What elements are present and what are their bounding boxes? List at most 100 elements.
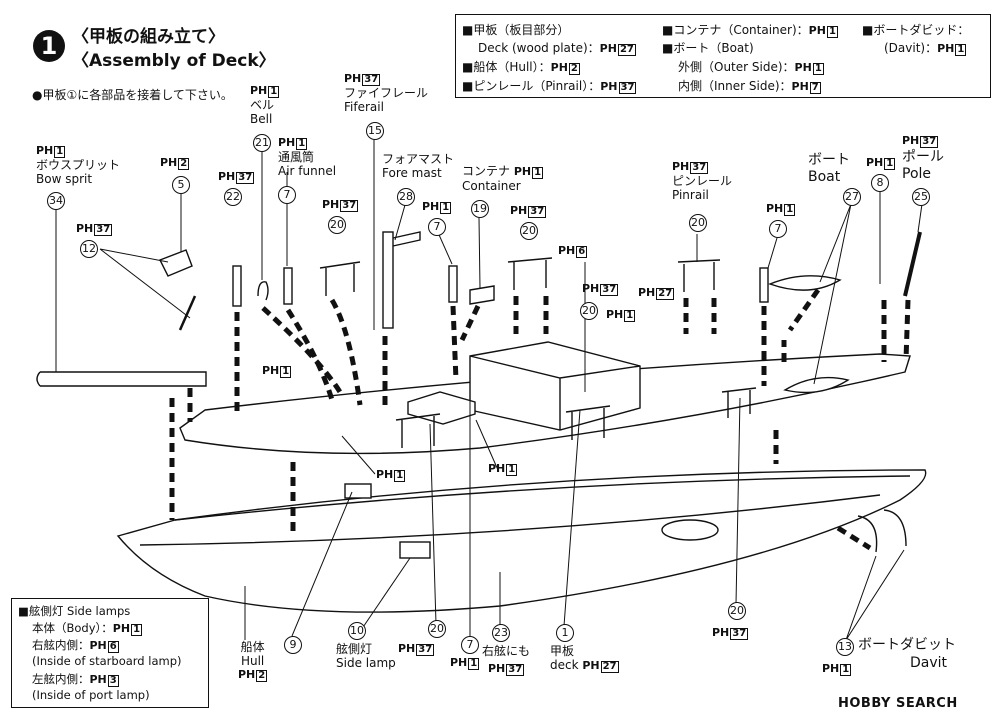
part-23-note: 右舷にも bbox=[482, 644, 531, 658]
ph-prefix: PH bbox=[488, 462, 506, 475]
part-number-20: 20 bbox=[328, 216, 346, 234]
part-name-jp: ボート bbox=[808, 152, 850, 168]
ph-number: 37 bbox=[416, 644, 435, 656]
part-number-19: 19 bbox=[471, 200, 489, 218]
watermark: HOBBY SEARCH bbox=[838, 696, 958, 711]
ph-number: 1 bbox=[394, 470, 406, 482]
ph-number: 7 bbox=[809, 82, 821, 94]
ph-number: 1 bbox=[268, 86, 280, 98]
part-number-20-bottom: 20 bbox=[428, 620, 446, 638]
part-number-8: 8 bbox=[871, 174, 889, 192]
ph-prefix: PH bbox=[606, 308, 624, 321]
ph-prefix: PH bbox=[238, 668, 256, 681]
part-number-1: 1 bbox=[556, 624, 574, 642]
legend-inner-text: 内側（Inner Side)： bbox=[678, 79, 792, 93]
part-13-jp: ボートダビット bbox=[858, 637, 956, 653]
ph-number: 27 bbox=[617, 44, 636, 56]
ph-prefix: PH bbox=[599, 42, 617, 55]
part-name-jp: 甲板 bbox=[550, 644, 575, 658]
part-number-20c: 20 bbox=[689, 214, 707, 232]
ph-prefix: PH bbox=[794, 61, 812, 74]
hull-label-en: Hull bbox=[240, 654, 265, 668]
legend-boat: ■ボート（Boat) bbox=[662, 41, 754, 55]
ph-number: 1 bbox=[532, 167, 544, 179]
lamp-port-text: 左舷内側： bbox=[32, 672, 90, 686]
part-name-jp: 舷側灯 bbox=[336, 642, 373, 656]
ph-number: 37 bbox=[690, 162, 709, 174]
part-name-en: Pole bbox=[902, 166, 932, 182]
part-number-23: 23 bbox=[492, 624, 510, 642]
ph-prefix: PH bbox=[550, 61, 568, 74]
part-name-jp: ピンレール bbox=[672, 174, 733, 188]
part-27-label: ボート Boat bbox=[808, 152, 850, 186]
ph-number: 2 bbox=[568, 63, 580, 75]
legend-deck-en-text: Deck (wood plate)： bbox=[478, 41, 600, 55]
ph-number: 37 bbox=[94, 224, 113, 236]
ph-prefix: PH bbox=[344, 72, 362, 85]
part-number-21: 21 bbox=[253, 134, 271, 152]
part-name-en: Air funnel bbox=[278, 164, 337, 178]
part-name-jp: ボウスプリット bbox=[36, 158, 121, 172]
ph-prefix: PH bbox=[450, 656, 468, 669]
ph-number: 1 bbox=[624, 310, 636, 322]
ph-prefix: PH bbox=[488, 662, 506, 675]
ph-number: 1 bbox=[54, 146, 66, 158]
ph-prefix: PH bbox=[712, 626, 730, 639]
legend-outer-text: 外側（Outer Side)： bbox=[678, 60, 795, 74]
part-number-7-bottom: 7 bbox=[461, 636, 479, 654]
part-name-en: Bow sprit bbox=[36, 172, 93, 186]
legend-container-text: ■コンテナ（Container)： bbox=[662, 23, 809, 37]
part-number-22: 22 bbox=[224, 188, 242, 206]
ph-prefix: PH bbox=[510, 204, 528, 217]
part-name-en: Container bbox=[462, 179, 521, 193]
ph-number: 1 bbox=[812, 63, 824, 75]
part-number-15: 15 bbox=[366, 122, 384, 140]
ph-number: 37 bbox=[362, 74, 381, 86]
part-number-13: 13 bbox=[836, 638, 854, 656]
lamp-box-port-en: (Inside of port lamp) bbox=[32, 688, 150, 702]
step-title-en: 〈Assembly of Deck〉 bbox=[72, 51, 276, 71]
ph-number: 37 bbox=[730, 628, 749, 640]
ph-prefix: PH bbox=[582, 282, 600, 295]
ph-number: 1 bbox=[440, 202, 452, 214]
part-28-label: フォアマスト Fore mast bbox=[382, 152, 454, 180]
part-number-5: 5 bbox=[172, 176, 190, 194]
ph-number: 1 bbox=[955, 44, 967, 56]
ph-number: 1 bbox=[840, 664, 852, 676]
lamp-box-starboard-en: (Inside of starboard lamp) bbox=[32, 654, 182, 668]
part-number-7c: 7 bbox=[769, 220, 787, 238]
ph-prefix: PH bbox=[76, 222, 94, 235]
part-number-10: 10 bbox=[348, 622, 366, 640]
ph-prefix: PH bbox=[822, 662, 840, 675]
ph-number: 37 bbox=[920, 136, 939, 148]
fore-mast-drawing bbox=[382, 231, 394, 329]
